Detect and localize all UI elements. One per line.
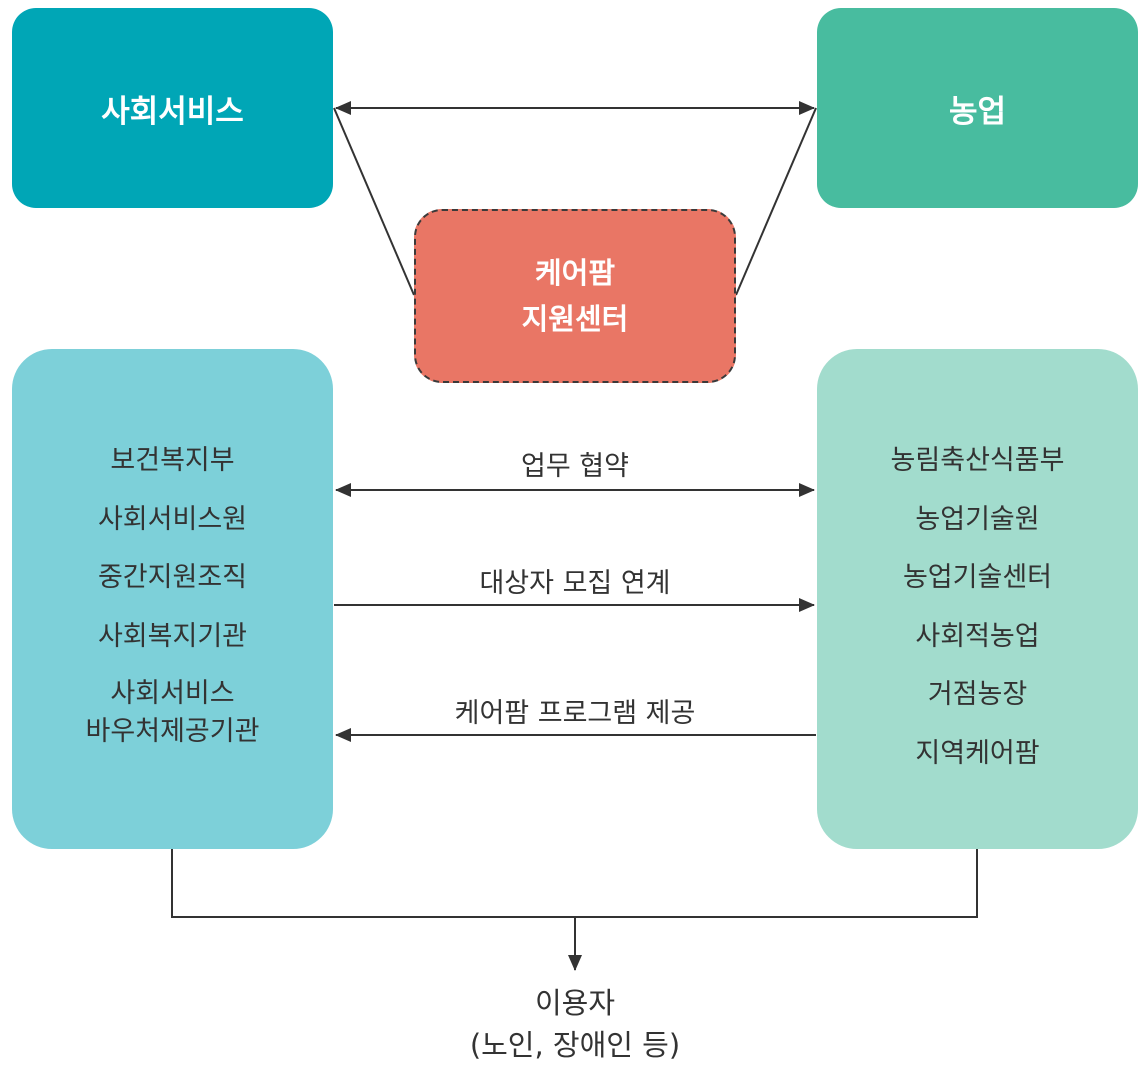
recruit-label: 대상자 모집 연계 [479, 568, 671, 599]
list-item: 사회서비스 [110, 678, 235, 709]
center-label-line2: 지원센터 [521, 302, 629, 336]
agriculture-label: 농업 [948, 93, 1007, 130]
right-diagonal-line [735, 107, 817, 296]
center-label-line1: 케어팜 [534, 256, 616, 290]
list-item: 사회서비스원 [97, 503, 248, 535]
user-label-line1: 이용자 [534, 986, 616, 1020]
left-diagonal-line [333, 107, 415, 296]
list-item: 사회적농업 [915, 620, 1040, 652]
social-service-label: 사회서비스 [101, 93, 244, 130]
program-label: 케어팜 프로그램 제공 [454, 698, 696, 729]
list-item: 거점농장 [927, 679, 1028, 710]
list-item: 지역케어팜 [915, 737, 1040, 769]
list-item: 농업기술원 [915, 503, 1040, 535]
list-item: 보건복지부 [110, 445, 235, 476]
list-item: 중간지원조직 [97, 562, 248, 593]
list-item: 농림축산식품부 [890, 445, 1065, 476]
user-label: 이용자 (노인, 장애인 등) [375, 982, 775, 1066]
user-label-line2: (노인, 장애인 등) [469, 1028, 681, 1062]
list-item: 사회복지기관 [97, 620, 248, 652]
agriculture-orgs-box: 농림축산식품부 농업기술원 농업기술센터 사회적농업 거점농장 지역케어팜 [817, 349, 1138, 849]
list-item: 농업기술센터 [902, 562, 1053, 593]
carefarm-support-center-box: 케어팜 지원센터 [414, 209, 736, 383]
agriculture-box: 농업 [817, 8, 1138, 208]
social-service-orgs-box: 보건복지부 사회서비스원 중간지원조직 사회복지기관 사회서비스 바우처제공기관 [12, 349, 333, 849]
bottom-merge-line [171, 849, 978, 918]
social-service-box: 사회서비스 [12, 8, 333, 208]
list-item: 바우처제공기관 [85, 716, 260, 747]
agreement-label: 업무 협약 [521, 451, 629, 482]
